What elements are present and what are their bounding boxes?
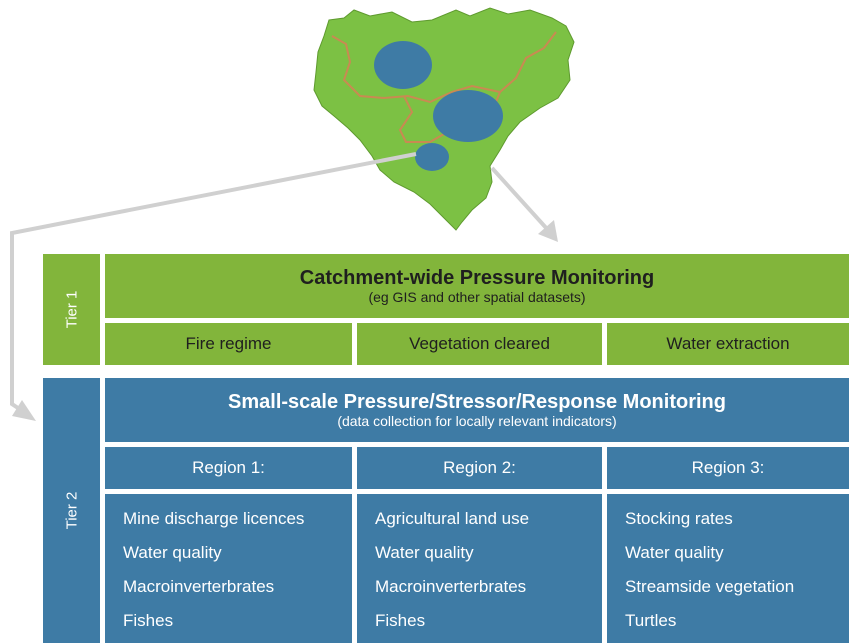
list-item: Agricultural land use: [375, 509, 530, 528]
map-region-3: [415, 143, 449, 171]
region-3-header: Region 3:: [607, 447, 849, 489]
list-item: Macroinverterbrates: [123, 577, 275, 596]
map-region-1: [374, 41, 432, 89]
tier2-header: Small-scale Pressure/Stressor/Response M…: [105, 378, 849, 442]
tier1-label-text: Tier 1: [62, 290, 80, 329]
region-2-header: Region 2:: [357, 447, 602, 489]
list-item: Streamside vegetation: [625, 577, 795, 596]
list-item: Water quality: [123, 543, 222, 562]
tier2-title: Small-scale Pressure/Stressor/Response M…: [228, 391, 726, 413]
tier1-subtitle: (eg GIS and other spatial datasets): [368, 289, 586, 305]
list-item: Fishes: [375, 611, 426, 630]
tier2-label-text: Tier 2: [62, 491, 80, 530]
tier1-cell-fire-regime: Fire regime: [105, 323, 352, 365]
region-1-list: Mine discharge licences Water quality Ma…: [105, 494, 352, 643]
map-region-2: [433, 90, 503, 142]
tier1-label: Tier 1: [43, 254, 100, 365]
list-item: Water quality: [625, 543, 724, 562]
river-line: [331, 31, 557, 104]
region-3-list: Stocking rates Water quality Streamside …: [607, 494, 849, 643]
tier2-label: Tier 2: [43, 378, 100, 643]
list-item: Stocking rates: [625, 509, 733, 528]
connector-arrow-tier1: [490, 166, 550, 232]
arrowhead-tier1: [538, 220, 558, 242]
arrowhead-tier2: [12, 400, 36, 421]
tier1-title: Catchment-wide Pressure Monitoring: [299, 267, 655, 289]
list-item: Turtles: [625, 611, 677, 630]
region-2-list: Agricultural land use Water quality Macr…: [357, 494, 602, 643]
tier1-cell-water-extraction: Water extraction: [607, 323, 849, 365]
tier1-header: Catchment-wide Pressure Monitoring (eg G…: [105, 254, 849, 318]
tier1-cell-vegetation-cleared: Vegetation cleared: [357, 323, 602, 365]
list-item: Macroinverterbrates: [375, 577, 527, 596]
tier2-subtitle: (data collection for locally relevant in…: [337, 413, 617, 429]
list-item: Fishes: [123, 611, 174, 630]
region-1-header: Region 1:: [105, 447, 352, 489]
list-item: Water quality: [375, 543, 474, 562]
river-line: [398, 95, 445, 143]
list-item: Mine discharge licences: [123, 509, 305, 528]
